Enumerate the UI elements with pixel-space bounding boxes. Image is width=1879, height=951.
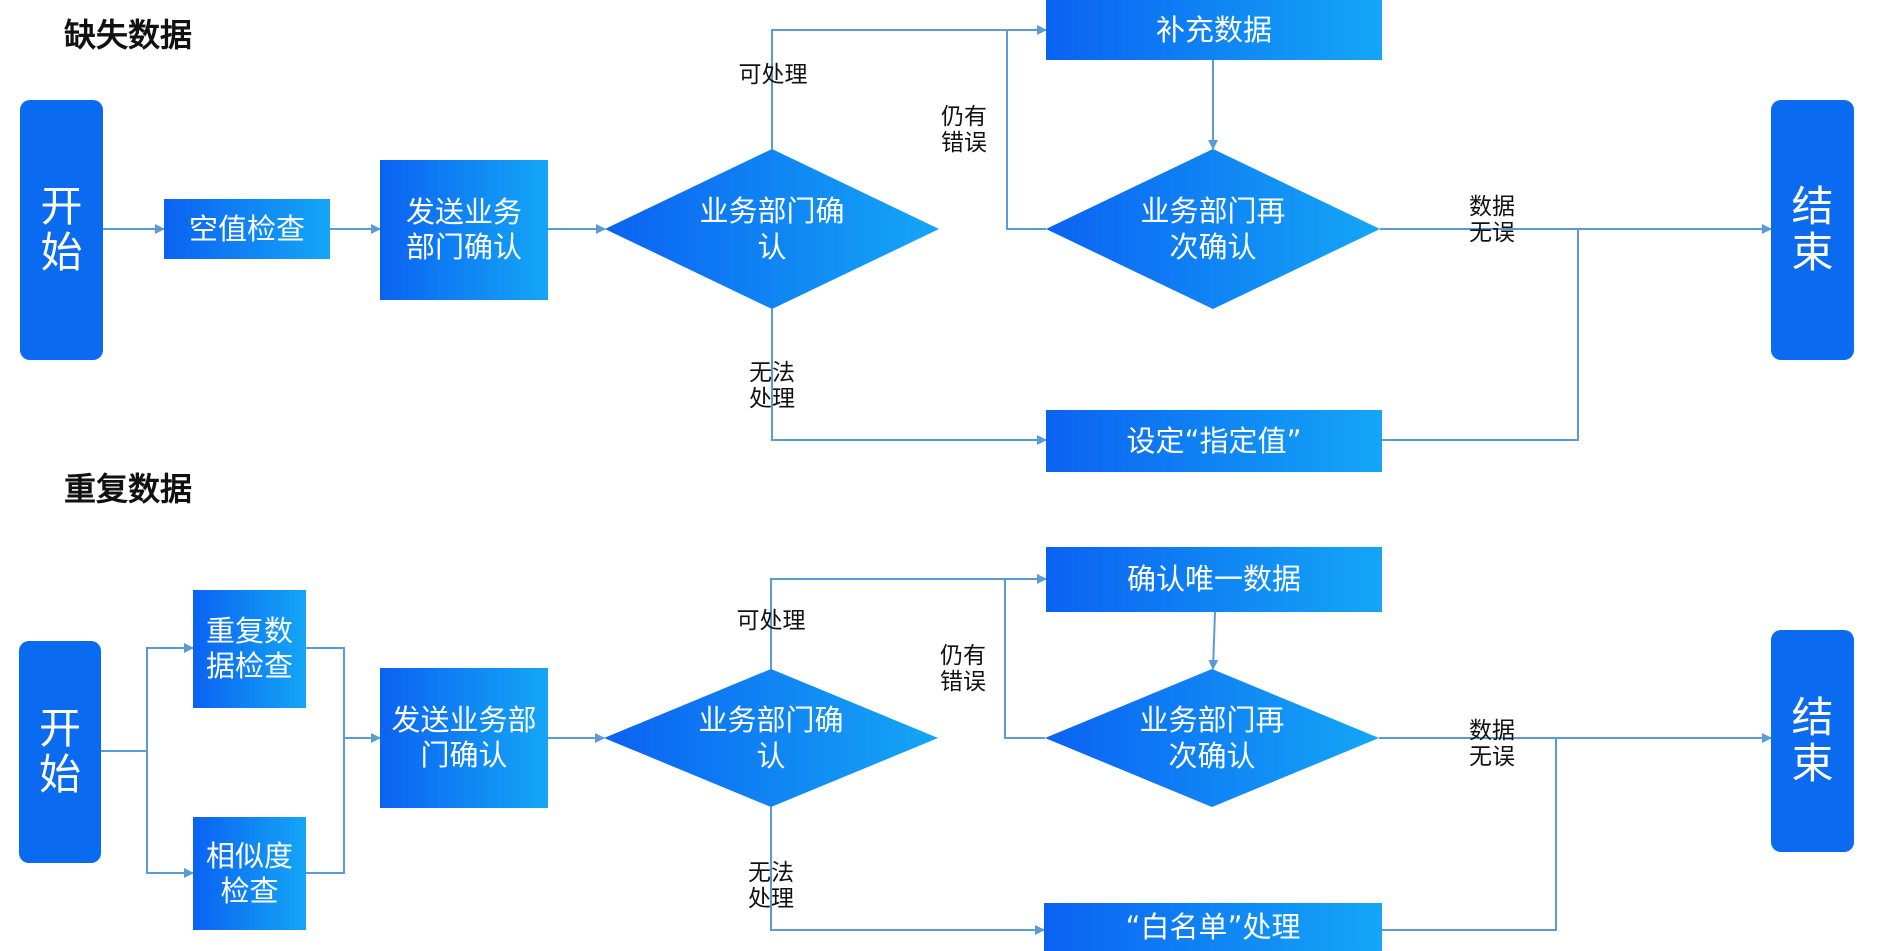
label-still-error-2: 仍有 错误 [940,643,986,696]
edge-unprocessable-2 [770,807,1045,935]
dup-check-node: 重复数 据检查 [193,590,306,708]
diamond-reconfirm-2 [1045,669,1379,807]
edge-still-error-2 [1004,579,1045,739]
end-node-2: 结 束 [1771,630,1854,852]
reconfirm-label-2: 业务部门再 次确认 [1139,702,1285,773]
whitelist-node: “白名单”处理 [1044,903,1382,951]
send-dept-node-2: 发送业务部 门确认 [380,668,548,808]
edge-unprocessable [771,309,1047,445]
edge-processable-2 [770,574,1047,669]
edge-start-to-dup-check [101,643,194,752]
label-still-error: 仍有 错误 [941,104,987,157]
set-value-node: 设定“指定值” [1046,410,1382,472]
send-dept-node: 发送业务 部门确认 [380,160,548,300]
confirm-unique-node: 确认唯一数据 [1046,547,1382,612]
sim-check-node: 相似度 检查 [193,817,306,930]
dept-confirm-label-2: 业务部门确 认 [698,702,844,773]
section-title-duplicate: 重复数据 [64,470,193,508]
edge-processable [771,25,1047,149]
diamond-dept-confirm-1 [605,149,939,309]
label-processable: 可处理 [738,62,808,88]
label-no-error-2: 数据 无误 [1469,718,1515,771]
end-node: 结 束 [1771,100,1854,360]
edge-dup-check-to-send [306,647,381,743]
label-unprocessable: 无法 处理 [749,360,795,413]
edge-start-to-sim-check [146,751,194,878]
edge-whitelist-to-end [1382,738,1557,931]
edge-sim-check-to-send [306,738,345,874]
diamond-dept-confirm-2 [604,669,938,807]
null-check-node: 空值检查 [164,199,330,259]
section-title-missing: 缺失数据 [64,16,193,54]
supplement-node: 补充数据 [1046,0,1382,60]
diamond-reconfirm-1 [1046,149,1380,309]
edge-still-error [1006,30,1046,230]
start-node-2: 开 始 [19,641,101,863]
label-no-error: 数据 无误 [1469,194,1515,247]
start-node: 开 始 [20,100,103,360]
label-processable-2: 可处理 [736,608,806,634]
reconfirm-label: 业务部门再 次确认 [1140,193,1286,264]
edge-unique-to-reconfirm [1208,611,1219,670]
label-unprocessable-2: 无法 处理 [748,860,794,913]
dept-confirm-label: 业务部门确 认 [699,193,845,264]
edge-set-value-to-end [1382,229,1579,441]
